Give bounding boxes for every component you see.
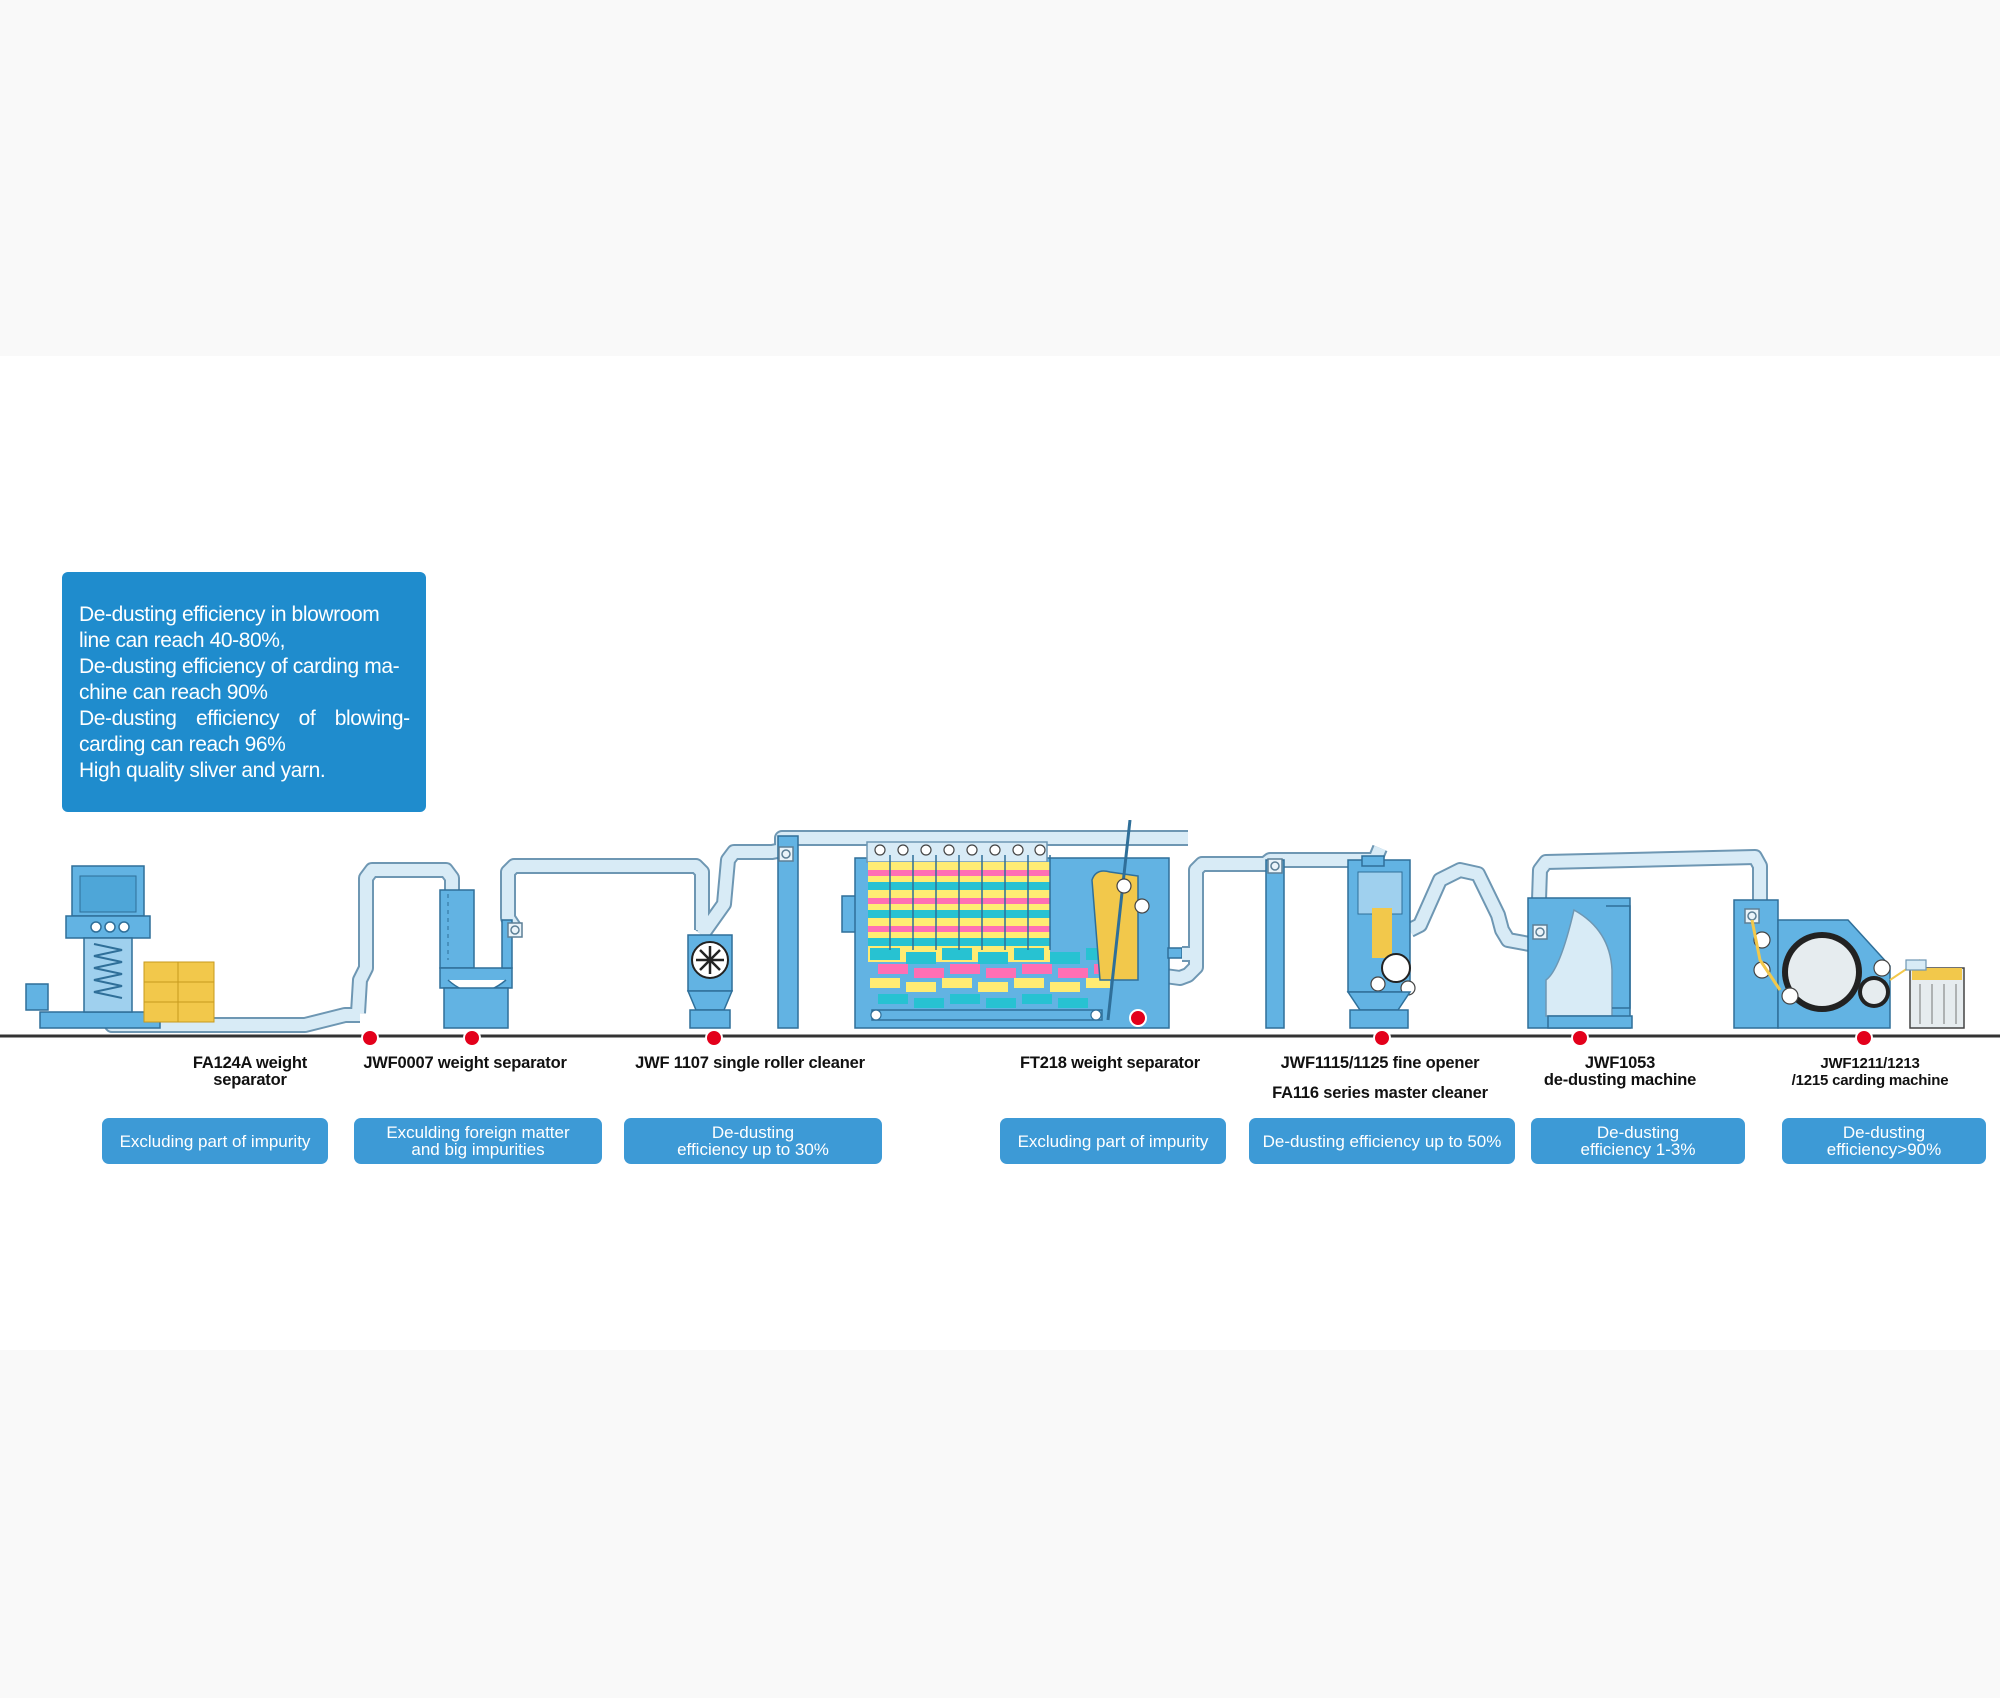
efficiency-note: De-dusting efficiency 1-3%	[1531, 1118, 1745, 1164]
stage-marker	[1373, 1029, 1391, 1047]
process-line-diagram	[0, 820, 2000, 1047]
machine-label: JWF1115/1125 fine opener	[1280, 1054, 1480, 1072]
summary-line: line can reach 40-80%,	[79, 629, 285, 652]
summary-line: High quality sliver and yarn.	[79, 759, 326, 782]
machine-label: JWF0007 weight separator	[363, 1054, 567, 1072]
stage-marker	[705, 1029, 723, 1047]
efficiency-note: De-dusting efficiency up to 30%	[624, 1118, 882, 1164]
fine-opener-machine	[1265, 855, 1416, 1029]
stage-marker	[463, 1029, 481, 1047]
summary-line: De-dusting efficiency of carding ma-	[79, 655, 400, 678]
efficiency-note: De-dusting efficiency>90%	[1782, 1118, 1986, 1164]
efficiency-note: Excluding part of impurity	[102, 1118, 328, 1164]
stage-marker	[361, 1029, 379, 1047]
stage-marker	[1129, 1009, 1147, 1027]
de-dusting-machine	[1527, 897, 1633, 1029]
machine-label: FA124A weight separator	[192, 1054, 308, 1089]
weight-separator-machine	[439, 889, 523, 1029]
machine-label: JWF1211/1213 /1215 carding machine	[1791, 1055, 1949, 1089]
multi-mixer-machine	[841, 820, 1183, 1029]
efficiency-note: Exculding foreign matter and big impurit…	[354, 1118, 602, 1164]
summary-box: De-dusting efficiency in blowroom line c…	[62, 572, 426, 812]
machine-label: JWF1053 de-dusting machine	[1543, 1054, 1697, 1089]
machine-label: FA116 series master cleaner	[1272, 1084, 1488, 1102]
summary-line: chine can reach 90%	[79, 681, 268, 704]
summary-line: De-dusting efficiency of blowing-	[79, 707, 410, 730]
marker-group	[361, 1009, 1873, 1047]
efficiency-note: Excluding part of impurity	[1000, 1118, 1226, 1164]
stage-marker	[1571, 1029, 1589, 1047]
carding-machine	[1733, 899, 1965, 1029]
summary-line: De-dusting efficiency in blowroom	[79, 603, 380, 626]
machine-label: JWF 1107 single roller cleaner	[635, 1054, 865, 1072]
summary-line: carding can reach 96%	[79, 733, 286, 756]
bale-opener-machine	[25, 865, 215, 1029]
stage-marker	[1855, 1029, 1873, 1047]
machine-label: FT218 weight separator	[1020, 1054, 1200, 1072]
single-roller-cleaner-machine	[686, 835, 799, 1029]
efficiency-note: De-dusting efficiency up to 50%	[1249, 1118, 1515, 1164]
